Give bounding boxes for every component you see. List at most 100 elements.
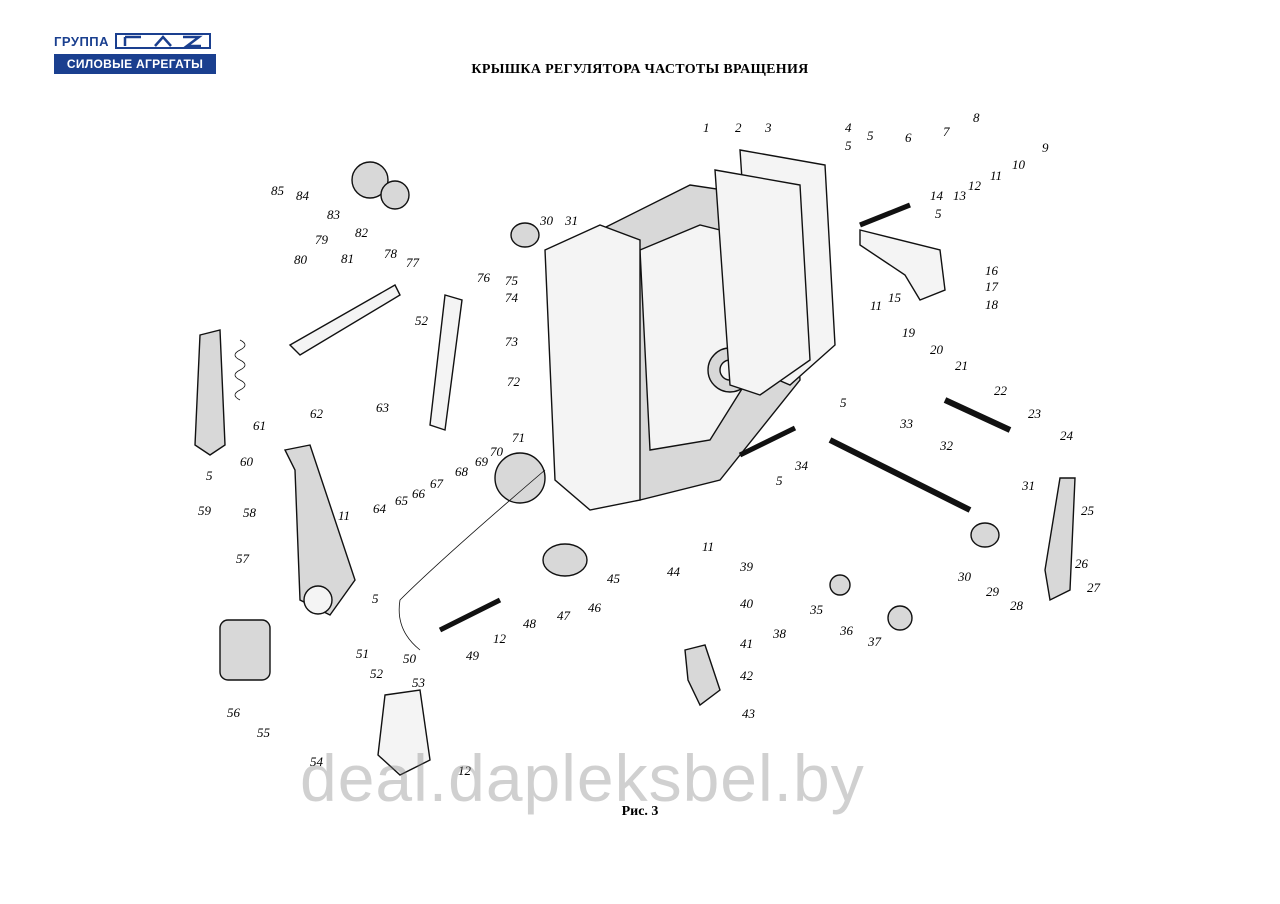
label: 64 (373, 501, 387, 516)
figure-caption: Рис. 3 (621, 804, 659, 819)
label: 29 (986, 584, 1000, 599)
label: 35 (809, 602, 824, 617)
label: 70 (490, 444, 504, 459)
label: 3 (764, 120, 772, 135)
label: 27 (1087, 580, 1101, 595)
label: 75 (505, 273, 519, 288)
label: 5 (840, 395, 847, 410)
label: 31 (1021, 478, 1035, 493)
label: 32 (939, 438, 954, 453)
bolt-34 (738, 425, 797, 458)
label: 20 (930, 342, 944, 357)
label: 52 (415, 313, 429, 328)
label: 16 (985, 263, 999, 278)
label: 26 (1075, 556, 1089, 571)
label: 47 (557, 608, 571, 623)
label: 45 (607, 571, 621, 586)
label: 77 (406, 255, 420, 270)
label: 55 (257, 725, 271, 740)
label: 5 (776, 473, 783, 488)
label: 15 (888, 290, 902, 305)
logo-group-text: ГРУППА (54, 33, 110, 49)
label: 50 (403, 651, 417, 666)
label: 19 (902, 325, 916, 340)
label: 30 (539, 213, 554, 228)
label: 80 (294, 252, 308, 267)
label: 79 (315, 232, 329, 247)
label: 10 (1012, 157, 1026, 172)
label: 66 (412, 486, 426, 501)
label: 2 (735, 120, 742, 135)
lever-58 (283, 444, 356, 616)
label: 62 (310, 406, 324, 421)
label: 78 (384, 246, 398, 261)
label: 82 (355, 225, 369, 240)
watermark: deal.dapleksbel.by (300, 741, 865, 815)
label: 58 (243, 505, 257, 520)
label: 40 (740, 596, 754, 611)
label: 76 (477, 270, 491, 285)
label: 5 (867, 128, 874, 143)
label: 11 (702, 539, 714, 554)
lever-58-hub (303, 585, 333, 615)
label: 11 (870, 298, 882, 313)
label: 72 (507, 374, 521, 389)
label: 52 (370, 666, 384, 681)
label: 34 (794, 458, 809, 473)
spring-82 (380, 180, 410, 210)
label: 1 (703, 120, 710, 135)
label: 5 (372, 591, 379, 606)
label: 53 (412, 675, 426, 690)
label: 21 (955, 358, 968, 373)
label: 83 (327, 207, 341, 222)
label: 8 (973, 110, 980, 125)
company-logo: ГРУППА СИЛОВЫЕ АГРЕГАТЫ (54, 30, 216, 74)
label: 84 (296, 188, 310, 203)
label: 48 (523, 616, 537, 631)
page-title: КРЫШКА РЕГУЛЯТОРА ЧАСТОТЫ ВРАЩЕНИЯ (471, 62, 809, 77)
label: 17 (985, 279, 999, 294)
logo-band: СИЛОВЫЕ АГРЕГАТЫ (54, 54, 216, 74)
label: 7 (943, 124, 950, 139)
label: 12 (968, 178, 982, 193)
plug-35 (829, 574, 851, 596)
label: 46 (588, 600, 602, 615)
label: 6 (905, 130, 912, 145)
label: 60 (240, 454, 254, 469)
label: 74 (505, 290, 519, 305)
label: 61 (253, 418, 266, 433)
bracket-60 (194, 329, 226, 456)
label: 69 (475, 454, 489, 469)
bolt-49 (438, 597, 502, 633)
bracket-53 (377, 689, 431, 776)
label: 24 (1060, 428, 1074, 443)
label: 39 (739, 559, 754, 574)
label: 23 (1028, 406, 1042, 421)
label: 54 (310, 754, 324, 769)
label: 63 (376, 400, 390, 415)
label: 14 (930, 188, 944, 203)
label: 4 (845, 120, 852, 135)
block-56 (219, 619, 271, 681)
wire-loop (398, 469, 546, 651)
label: 42 (740, 668, 754, 683)
label: 18 (985, 297, 999, 312)
lever-62 (288, 284, 401, 356)
bushing-30b (510, 222, 540, 248)
label: 38 (772, 626, 787, 641)
label: 68 (455, 464, 469, 479)
label: 12 (458, 763, 472, 778)
label: 85 (271, 183, 285, 198)
label: 43 (742, 706, 756, 721)
label: 37 (867, 634, 882, 649)
label: 73 (505, 334, 519, 349)
label: 67 (430, 476, 444, 491)
gasket-front (544, 224, 641, 511)
label: 5 (206, 468, 213, 483)
label: 5 (845, 138, 852, 153)
label: 11 (338, 508, 350, 523)
label: 51 (356, 646, 369, 661)
label: 36 (839, 623, 854, 638)
label: 59 (198, 503, 212, 518)
